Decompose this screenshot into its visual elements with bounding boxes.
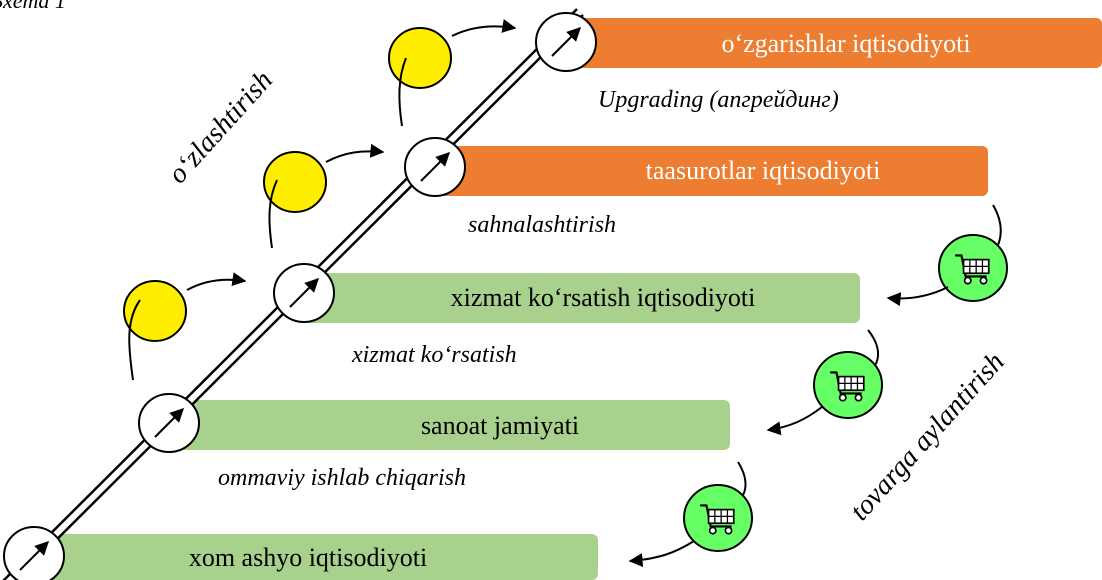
curved-arrow <box>766 406 823 436</box>
shopping-cart-icon <box>938 234 1008 302</box>
bar-label-ozgarishlar: o‘zgarishlar iqtisodiyoti <box>721 29 970 58</box>
corner-label: Sxema 1 <box>0 0 66 13</box>
bar-label-xom-ashyo: xom ashyo iqtisodiyoti <box>189 543 427 572</box>
arrow-up-right-icon <box>535 12 597 72</box>
arrow-up-right-icon <box>404 137 466 197</box>
bar-xizmat <box>305 273 860 323</box>
bar-label-xizmat: xizmat ko‘rsatish iqtisodiyoti <box>451 283 756 312</box>
bar-label-taasurotlar: taasurotlar iqtisodiyoti <box>646 156 881 185</box>
arrow-up-right-icon <box>3 526 65 580</box>
bar-label-sanoat: sanoat jamiyati <box>421 411 579 440</box>
curved-arrow <box>268 179 278 249</box>
stage-label-upgrading: Upgrading (апгрейдинг) <box>598 87 839 113</box>
arrow-up-right-icon <box>273 263 335 323</box>
bar-xom-ashyo <box>30 534 598 580</box>
yellow-circle-icon <box>123 280 187 342</box>
side-label-ozlashtirish: o‘zlashtirish <box>162 65 279 190</box>
bar-ozgarishlar <box>565 18 1102 68</box>
curved-arrow <box>398 57 407 127</box>
curved-arrow <box>451 19 517 37</box>
yellow-circle-icon <box>263 151 327 213</box>
curved-arrow <box>186 272 247 291</box>
shopping-cart-icon <box>683 484 753 552</box>
curved-arrow <box>128 299 141 381</box>
curved-arrow <box>886 286 949 307</box>
curved-arrow <box>628 540 695 568</box>
curved-arrow <box>325 143 385 163</box>
bar-taasurotlar <box>435 146 988 196</box>
shopping-cart-icon <box>813 351 883 419</box>
yellow-circle-icon <box>388 27 452 89</box>
stage-label-sahnalashtirish: sahnalashtirish <box>468 212 616 238</box>
stage-label-xizmat: xizmat ko‘rsatish <box>351 342 517 368</box>
bar-sanoat <box>165 400 730 450</box>
arrow-up-right-icon <box>138 393 200 453</box>
stage-label-ommaviy: ommaviy ishlab chiqarish <box>218 465 466 491</box>
